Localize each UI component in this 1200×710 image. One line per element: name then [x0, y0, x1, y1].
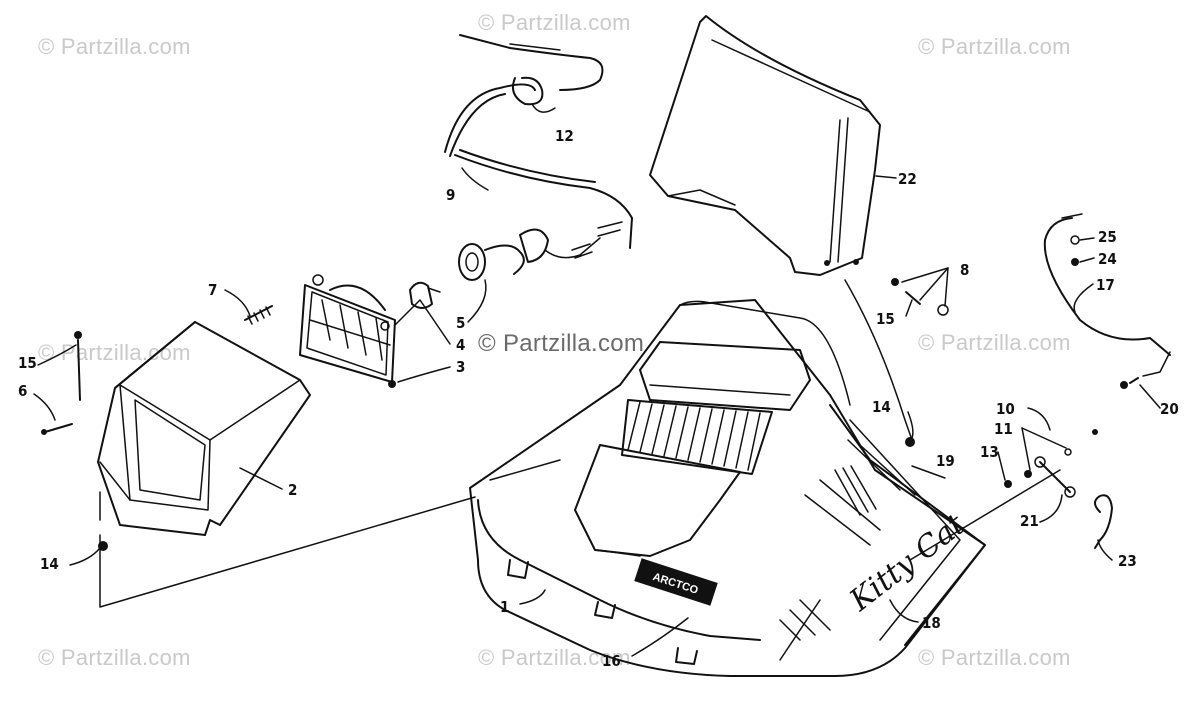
callout-8: 8	[960, 261, 969, 279]
callout-15b: 15	[876, 310, 895, 328]
callout-20: 20	[1160, 400, 1179, 418]
callout-6: 6	[18, 382, 27, 400]
bolt-part-8	[905, 291, 921, 305]
leader-guide	[909, 469, 1061, 561]
script-decal-text: Kitty Cat	[843, 507, 973, 619]
callout-15a: 15	[18, 354, 37, 372]
callout-19: 19	[936, 452, 955, 470]
callout-13: 13	[980, 443, 999, 461]
washer-part-8	[937, 304, 949, 316]
watermark: © Partzilla.com	[918, 330, 1071, 355]
bolt-part-10	[1092, 429, 1098, 435]
watermark: © Partzilla.com	[478, 645, 631, 670]
watermark-center: © Partzilla.com	[478, 330, 645, 357]
callout-24: 24	[1098, 250, 1117, 268]
callout-17: 17	[1096, 276, 1115, 294]
leader-guide	[99, 496, 476, 608]
callout-21: 21	[1020, 512, 1039, 530]
callout-14a: 14	[40, 555, 59, 573]
watermark: © Partzilla.com	[38, 645, 191, 670]
washer-part-11	[1064, 448, 1072, 456]
wire-harness-part	[444, 34, 633, 259]
windshield-part	[649, 15, 913, 441]
cable-part-17	[1043, 213, 1171, 389]
headlight-lamp-part	[299, 274, 396, 388]
watermark: © Partzilla.com	[38, 34, 191, 59]
bracket-part-21	[1034, 456, 1076, 498]
socket-part	[458, 228, 549, 281]
headlight-bezel-part	[97, 321, 311, 536]
nut-part-13	[1004, 480, 1012, 488]
callout-7: 7	[208, 281, 217, 299]
watermark: © Partzilla.com	[918, 645, 1071, 670]
callout-22: 22	[898, 170, 917, 188]
callout-4: 4	[456, 336, 465, 354]
watermark: © Partzilla.com	[918, 34, 1071, 59]
nut-part-14b	[905, 437, 915, 447]
bulb-part	[409, 281, 441, 309]
screw-part-6	[41, 423, 73, 435]
spring-coils	[247, 306, 271, 325]
callout-11: 11	[994, 420, 1013, 438]
washer-part-11b	[1024, 470, 1032, 478]
callout-16: 16	[602, 652, 621, 670]
callout-leaders	[33, 103, 1161, 657]
callout-14b: 14	[872, 398, 891, 416]
callout-2: 2	[288, 481, 297, 499]
callout-1: 1	[500, 598, 509, 616]
callout-18: 18	[922, 614, 941, 632]
callout-10: 10	[996, 400, 1015, 418]
callout-25: 25	[1098, 228, 1117, 246]
callout-23: 23	[1118, 552, 1137, 570]
hitch-pin-part-23	[1094, 494, 1113, 549]
callout-12: 12	[555, 127, 574, 145]
callout-3: 3	[456, 358, 465, 376]
screw-part-15	[74, 331, 82, 401]
nut-part-8	[891, 278, 899, 286]
arctco-badge: ARCTCO	[634, 558, 718, 606]
callout-9: 9	[446, 186, 455, 204]
watermark: © Partzilla.com	[478, 10, 631, 35]
callout-5: 5	[456, 314, 465, 332]
